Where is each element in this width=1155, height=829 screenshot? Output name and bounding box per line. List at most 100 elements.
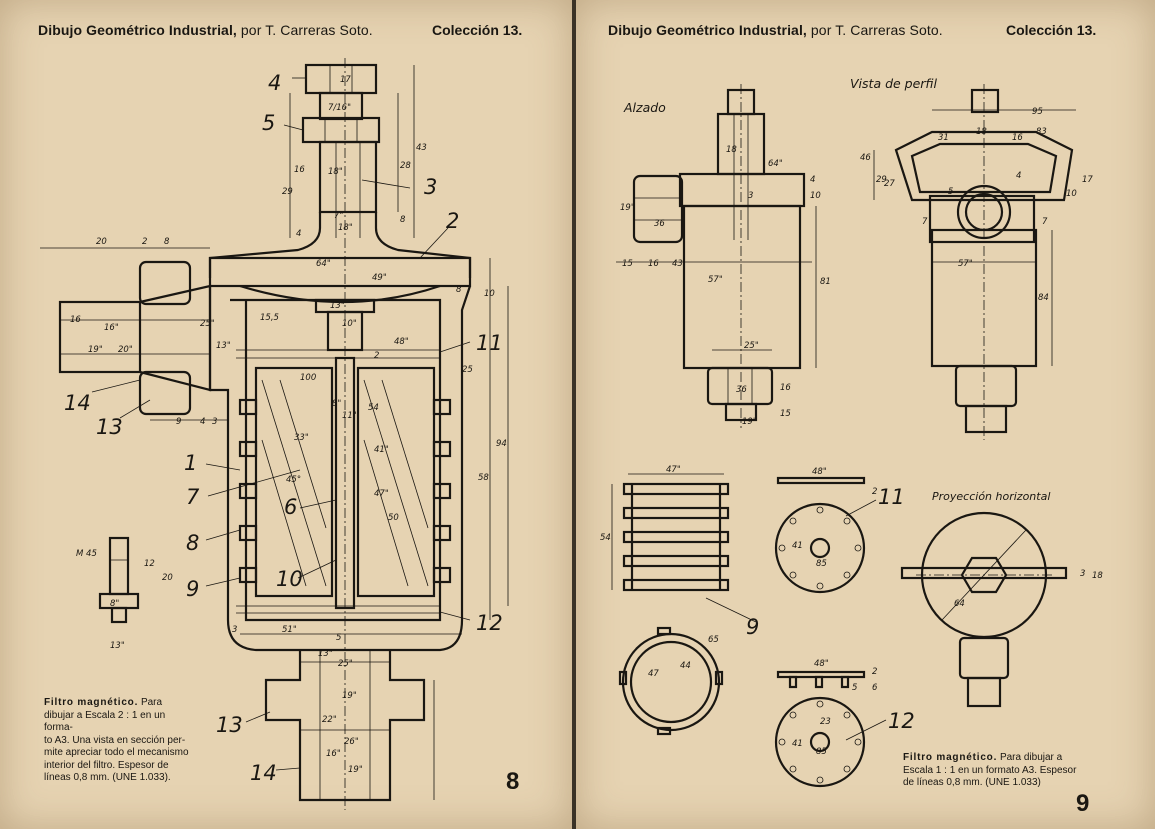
caption-line: Para dibujar a <box>999 752 1063 763</box>
dim: 48" <box>394 337 409 347</box>
dim: 13" <box>216 341 231 351</box>
header-collection: Colección 13. <box>1006 22 1097 38</box>
callout-11: 11 <box>878 485 905 509</box>
dim: 19" <box>348 765 363 775</box>
callout-13: 13 <box>96 415 123 439</box>
dim: 50 <box>388 513 399 523</box>
dim: 15 <box>622 259 633 269</box>
dim: 49" <box>372 273 387 283</box>
dim: 6 <box>872 683 878 693</box>
callout-8: 8 <box>186 531 199 555</box>
dim: 58 <box>478 473 489 483</box>
left-page: Dibujo Geométrico Industrial, por T. Car… <box>0 0 572 829</box>
dim: 47" <box>666 465 681 475</box>
dim: 5 <box>948 187 953 197</box>
page-number: 8 <box>506 768 520 795</box>
dim: 15,5 <box>260 313 279 323</box>
dim: 46 <box>860 153 871 163</box>
caption-line: Para <box>140 697 163 708</box>
dim: 64" <box>316 259 331 269</box>
dim: 48" <box>812 467 827 477</box>
dim: 54 <box>600 533 611 543</box>
callout-14: 14 <box>64 391 91 415</box>
dim: 43 <box>416 143 427 153</box>
dim: 29 <box>282 187 293 197</box>
plate-stack-detail <box>611 473 757 623</box>
dim: 25 <box>462 365 473 375</box>
dim: 13" <box>318 649 333 659</box>
dim: 47" <box>374 489 389 499</box>
callout-13-bottom: 13 <box>216 713 243 737</box>
callout-10: 10 <box>276 567 303 591</box>
dim: 41 <box>792 541 803 551</box>
caption-line: líneas 0,8 mm. (UNE 1.033). <box>44 772 171 783</box>
dim: 19" <box>742 417 757 427</box>
dim: 2 <box>142 237 147 247</box>
dim: 20" <box>118 345 133 355</box>
callout-12: 12 <box>476 611 503 635</box>
dim: 16 <box>1012 133 1023 143</box>
dim: 7/16" <box>328 103 351 113</box>
callout-7: 7 <box>186 485 200 509</box>
dim: 3 <box>1080 569 1085 579</box>
dim: 54 <box>368 403 379 413</box>
caption-line: to A3. Una vista en sección per- <box>44 734 186 746</box>
dim: 4 <box>200 417 205 427</box>
dim: 18" <box>328 167 343 177</box>
dim: 13" <box>110 641 125 651</box>
nut <box>301 116 381 144</box>
dim: M 45 <box>76 549 97 559</box>
dim: 25" <box>338 659 353 669</box>
dim: 5 <box>852 683 857 693</box>
dim: 16 <box>70 315 81 325</box>
dim: 28 <box>400 161 411 171</box>
dim: 29 <box>876 175 887 185</box>
dim: 95 <box>1032 107 1043 117</box>
dim: 4 <box>810 175 815 185</box>
dim: 36 <box>654 219 665 229</box>
dim: 7 <box>1042 217 1048 227</box>
callout-1: 1 <box>184 451 197 475</box>
dim: 51" <box>282 625 297 635</box>
filter-views-drawing: Alzado Vista de perfil Proyección horizo… <box>600 76 1103 788</box>
magnetic-filter-section-drawing: 4 5 3 2 11 14 13 1 7 6 8 9 10 12 13 14 1… <box>40 58 509 810</box>
dim: 64 <box>954 599 965 609</box>
cover-plate <box>208 256 472 288</box>
dim: 83 <box>1036 127 1047 137</box>
dim: 4 <box>296 229 301 239</box>
header-author: por T. Carreras Soto. <box>810 22 943 38</box>
dim: 13" <box>330 301 345 311</box>
caption-line: dibujar a Escala 2 : 1 en un forma- <box>44 709 166 734</box>
dim: 36 <box>736 385 747 395</box>
dim: 84 <box>1038 293 1049 303</box>
dim: 19" <box>620 203 635 213</box>
dim: 20 <box>96 237 107 247</box>
dim: 16" <box>104 323 119 333</box>
dim: 7" <box>334 211 343 221</box>
dim: 16 <box>648 259 659 269</box>
dim: 3 <box>232 625 237 635</box>
dim: 18 <box>1092 571 1103 581</box>
dim: 17 <box>1082 175 1093 185</box>
dim: 8" <box>332 399 341 409</box>
dim: 57" <box>708 275 723 285</box>
dim: 8 <box>456 285 462 295</box>
dim: 19" <box>342 691 357 701</box>
callout-3: 3 <box>424 175 437 199</box>
dim: 17 <box>340 75 351 85</box>
disk-11-detail <box>774 476 877 594</box>
dim: 8 <box>164 237 170 247</box>
ring-detail <box>618 626 724 736</box>
screw-detail <box>98 536 140 624</box>
caption-left: Filtro magnético. Para dibujar a Escala … <box>44 697 196 785</box>
side-view <box>873 84 1076 440</box>
dim: 7 <box>922 217 928 227</box>
dim: 48" <box>814 659 829 669</box>
disk-12-detail <box>774 670 887 788</box>
dim: 47 <box>648 669 659 679</box>
cover-left <box>208 212 322 278</box>
callout-12: 12 <box>888 709 915 733</box>
dim: 11" <box>342 411 357 421</box>
right-page: Dibujo Geométrico Industrial, por T. Car… <box>576 0 1155 829</box>
view-label-proyeccion: Proyección horizontal <box>932 490 1050 503</box>
